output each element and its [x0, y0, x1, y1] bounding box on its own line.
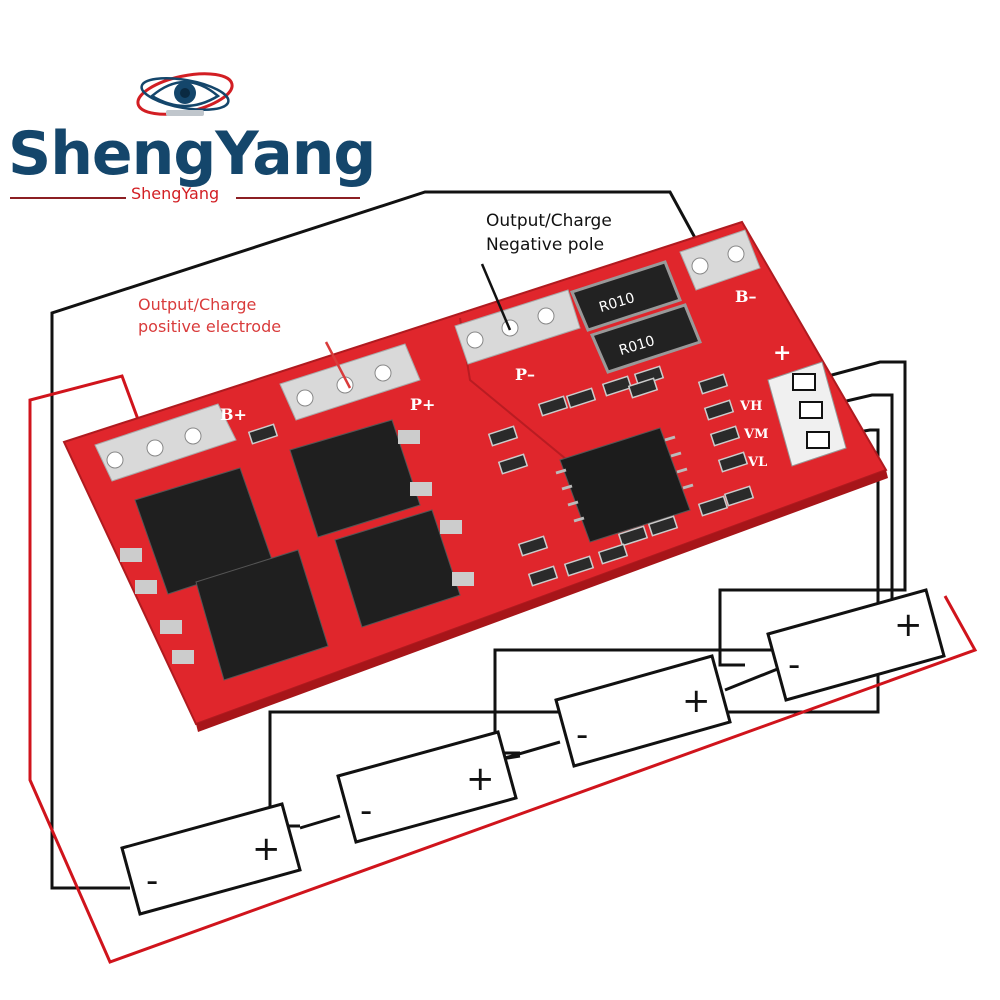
pad-b-minus-label: B–: [735, 287, 757, 306]
pad-b-minus-hole-2: [727, 245, 745, 263]
pad-b-plus: [94, 403, 237, 482]
smd-components: [247, 365, 755, 587]
pad-p-plus-hole-1: [296, 389, 314, 407]
battery-4: - +: [766, 588, 946, 702]
mosfet-3: [160, 549, 329, 681]
pad-p-plus-label: P+: [410, 395, 435, 414]
logo-title: ShengYang: [8, 119, 376, 189]
plus-mark: +: [773, 340, 791, 366]
battery-1-minus: -: [146, 861, 158, 901]
battery-3-body: [554, 654, 732, 768]
protection-ic: [555, 427, 694, 543]
pad-p-minus-hole-1: [466, 331, 484, 349]
battery-4-plus: +: [894, 605, 923, 645]
battery-2-minus: -: [360, 791, 372, 831]
logo-divider-right: [236, 197, 360, 199]
battery-2-body: [336, 730, 518, 844]
negative-callout-line2: Negative pole: [486, 235, 605, 255]
wire-red-b-plus: [28, 374, 978, 964]
pad-p-minus-hole-3: [537, 307, 555, 325]
pad-b-plus-hole-2: [146, 439, 164, 457]
link-b3-b4: [724, 666, 781, 692]
battery-3-plus: +: [682, 681, 711, 721]
negative-callout-line1: Output/Charge: [486, 211, 612, 231]
pcb-edge: [196, 470, 888, 732]
shunt-resistor-2: R010: [589, 303, 702, 374]
pad-b-plus-hole-1: [106, 451, 124, 469]
positive-electrode-callout: Output/Charge positive electrode: [138, 294, 281, 338]
negative-pole-callout: Output/Charge Negative pole: [486, 209, 612, 257]
battery-4-minus: -: [788, 645, 800, 685]
vm-label: VM: [743, 427, 768, 442]
battery-2-plus: +: [466, 759, 495, 799]
vl-label: VL: [747, 455, 767, 470]
balance-pin-vl: [806, 431, 830, 449]
positive-callout-pointer: [324, 341, 352, 389]
bms-pcb-board: B+ P+ P– B– R010 R: [62, 220, 888, 732]
vh-label: VH: [739, 399, 762, 414]
pad-b-minus-hole-1: [691, 257, 709, 275]
battery-1-body: [120, 802, 302, 916]
mosfet-2: [289, 419, 432, 538]
pad-p-minus-label: P–: [515, 365, 535, 384]
battery-3-minus: -: [576, 715, 588, 755]
pad-b-plus-hole-3: [184, 427, 202, 445]
battery-1-plus: +: [252, 829, 281, 869]
link-b1-b2: [299, 814, 341, 830]
shunt-resistor-1: R010: [569, 260, 682, 332]
battery-4-body: [766, 588, 946, 702]
wire-b-minus: [50, 190, 708, 890]
logo-subtitle: ShengYang: [131, 184, 220, 203]
link-b2-b3: [504, 740, 561, 760]
pad-b-minus: [679, 229, 761, 291]
battery-3: - +: [554, 654, 732, 768]
mosfet-1: [120, 467, 273, 595]
battery-2: - +: [336, 730, 518, 844]
positive-callout-line1: Output/Charge: [138, 295, 257, 314]
negative-callout-pointer: [480, 263, 512, 331]
battery-1: - +: [120, 802, 302, 916]
balance-pin-vh: [792, 373, 816, 391]
pad-p-plus-hole-3: [374, 364, 392, 382]
balance-pin-vm: [799, 401, 823, 419]
mosfet-4: [334, 509, 474, 628]
eye-logo-icon: [136, 72, 234, 116]
pad-b-plus-label: B+: [220, 405, 247, 424]
positive-callout-line2: positive electrode: [138, 317, 282, 336]
logo-divider-left: [10, 197, 126, 199]
